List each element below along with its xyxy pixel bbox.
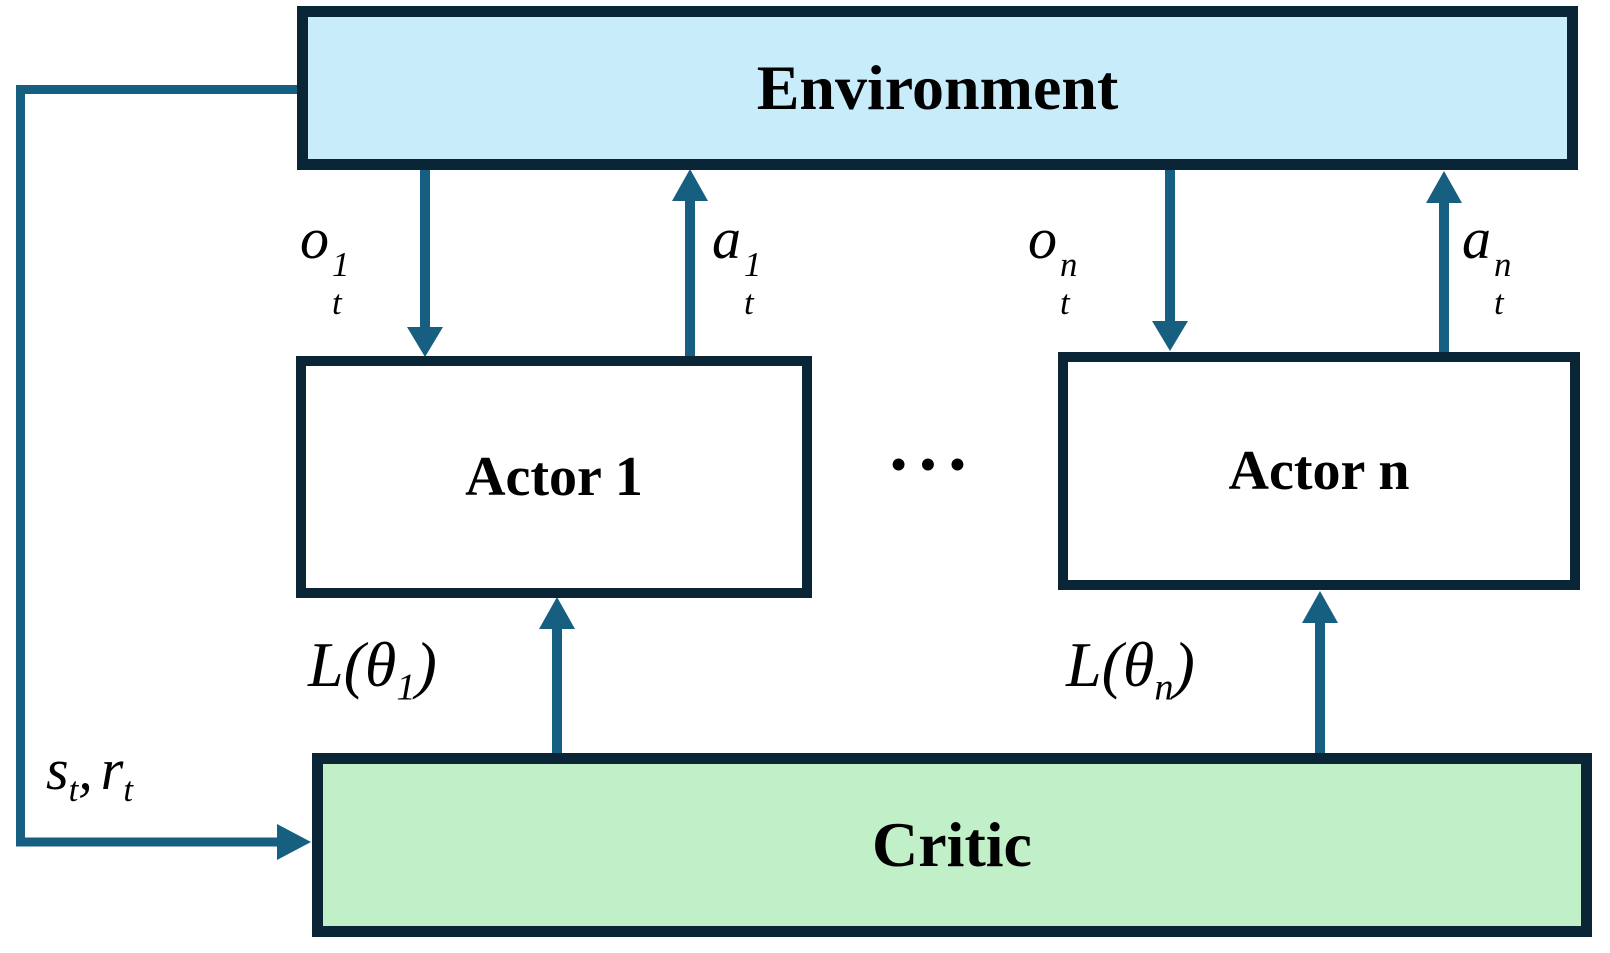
obs-n-sup: n: [1060, 245, 1078, 285]
arrow-loss-n: [1302, 591, 1338, 756]
more-actors-ellipsis: •••: [890, 440, 980, 489]
act-1-sub: t: [744, 282, 754, 322]
loss-n-sub: n: [1154, 666, 1174, 709]
arrow-observation-n: [1152, 165, 1188, 351]
state-base: s: [46, 737, 69, 802]
obs-1-sup: 1: [332, 245, 350, 285]
environment-label: Environment: [756, 52, 1119, 123]
arrow-observation-1: [407, 165, 443, 357]
obs-1-base: o: [300, 206, 329, 271]
actor-n-box: Actor n: [1058, 352, 1580, 590]
arrow-loss-1: [539, 597, 575, 756]
critic-label: Critic: [872, 809, 1032, 880]
obs-n-base: o: [1028, 206, 1057, 271]
act-n-base: a: [1462, 206, 1491, 271]
loss-n-prefix: L(θ: [1066, 629, 1155, 700]
act-n-sup: n: [1494, 245, 1512, 285]
arrow-action-n: [1426, 171, 1462, 355]
reward-sub: t: [123, 770, 133, 810]
loss-n-suffix: ): [1173, 629, 1195, 700]
state-reward-comma: ,: [78, 737, 93, 802]
loss-1-suffix: ): [415, 629, 437, 700]
loss-1-prefix: L(θ: [308, 629, 397, 700]
act-1-base: a: [712, 206, 741, 271]
loss-1-label: L(θ1): [308, 628, 437, 709]
actor-1-box: Actor 1: [296, 356, 812, 598]
state-sub: t: [68, 770, 79, 810]
obs-n-sub: t: [1060, 282, 1070, 322]
loss-n-label: L(θn): [1066, 628, 1195, 709]
obs-1-sub: t: [332, 282, 342, 322]
actor-1-label: Actor 1: [465, 446, 643, 508]
actor-n-label: Actor n: [1228, 440, 1410, 502]
state-reward-label: st,rt: [46, 736, 133, 810]
loss-1-sub: 1: [396, 666, 416, 709]
arrow-action-1: [672, 169, 708, 360]
critic-box: Critic: [312, 753, 1592, 937]
act-n-sub: t: [1494, 282, 1504, 322]
environment-box: Environment: [297, 6, 1578, 170]
reward-base: r: [100, 737, 124, 802]
act-1-sup: 1: [744, 245, 762, 285]
